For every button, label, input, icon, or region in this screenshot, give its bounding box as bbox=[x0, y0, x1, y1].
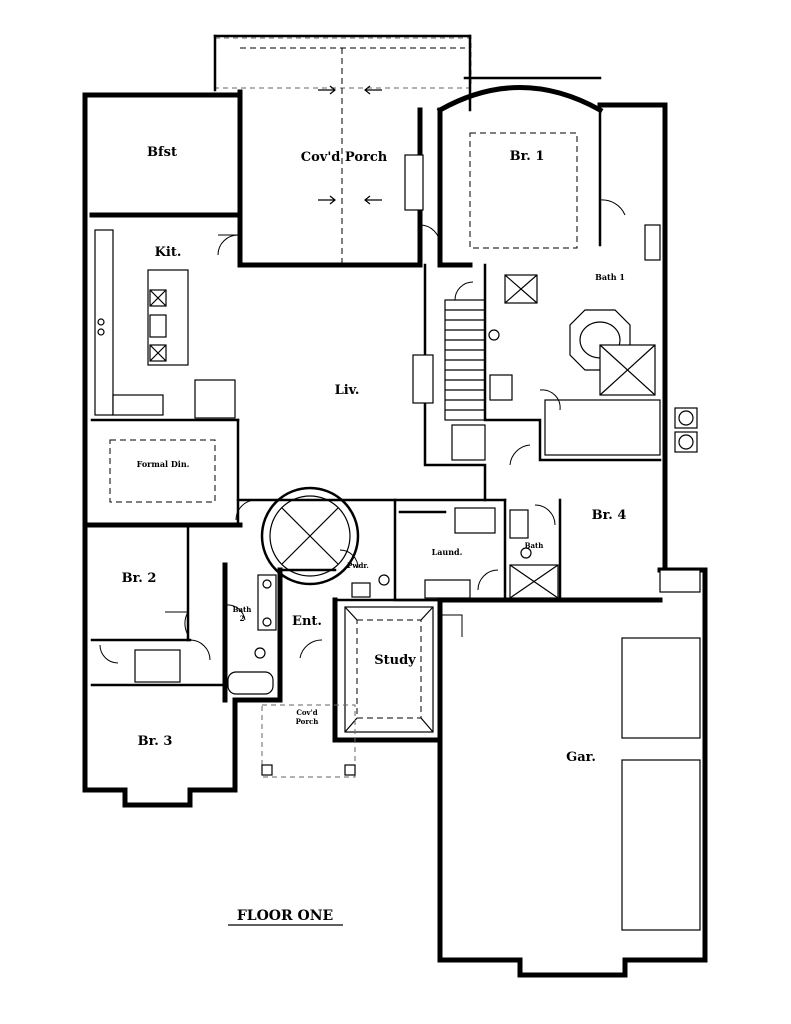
sink-island bbox=[149, 314, 167, 338]
fireplace-liv bbox=[412, 354, 434, 404]
label-ent: Ent. bbox=[292, 614, 322, 629]
label-br4: Br. 4 bbox=[592, 508, 627, 523]
room-labels: Bfst Cov'd Porch Br. 1 Kit. Bath 1 Liv. … bbox=[122, 145, 627, 765]
fireplace-br1 bbox=[404, 154, 424, 211]
plan-title: FLOOR ONE bbox=[237, 908, 333, 924]
tub-bath2 bbox=[227, 671, 274, 695]
br4-bath-fixtures bbox=[509, 509, 559, 599]
label-study: Study bbox=[374, 653, 416, 668]
label-covd-porch-front-line2: Porch bbox=[296, 717, 319, 726]
door-swings bbox=[99, 199, 626, 664]
bath2-fixtures bbox=[134, 574, 277, 695]
porch-arrows bbox=[318, 85, 382, 205]
kitchen-fixtures bbox=[94, 229, 236, 419]
rotunda bbox=[260, 486, 360, 586]
pantry bbox=[194, 379, 236, 419]
label-covd-porch-rear: Cov'd Porch bbox=[301, 150, 388, 165]
label-liv: Liv. bbox=[335, 383, 360, 398]
front-covered-porch bbox=[261, 704, 356, 778]
formal-dining-rug bbox=[109, 439, 216, 503]
label-covd-porch-front-line1: Cov'd bbox=[296, 708, 317, 717]
label-gar: Gar. bbox=[566, 750, 596, 765]
label-formal-din: Formal Din. bbox=[137, 459, 190, 469]
study-rug bbox=[344, 606, 434, 733]
label-bath-small: Bath bbox=[525, 541, 544, 550]
vanity-bath1 bbox=[544, 399, 661, 456]
br1-bay bbox=[404, 76, 604, 268]
ac-units bbox=[674, 407, 698, 453]
label-bfst: Bfst bbox=[147, 145, 177, 160]
label-br1: Br. 1 bbox=[510, 149, 545, 164]
label-laund: Laund. bbox=[432, 547, 463, 557]
label-pwdr: Pwdr. bbox=[347, 561, 369, 570]
label-bath2-line2: 2 bbox=[240, 614, 245, 623]
label-kit: Kit. bbox=[155, 245, 182, 260]
label-br2: Br. 2 bbox=[122, 571, 157, 586]
laundry-fixtures bbox=[351, 507, 496, 599]
exterior-walls bbox=[82, 89, 708, 978]
label-bath2-line1: Bath bbox=[233, 605, 252, 614]
label-bath1: Bath 1 bbox=[595, 272, 625, 282]
kitchen-counter-bottom bbox=[112, 394, 164, 416]
bath1-fixtures bbox=[488, 224, 661, 456]
label-br3: Br. 3 bbox=[138, 734, 173, 749]
stairs bbox=[412, 299, 486, 461]
garage-doors bbox=[621, 569, 701, 931]
